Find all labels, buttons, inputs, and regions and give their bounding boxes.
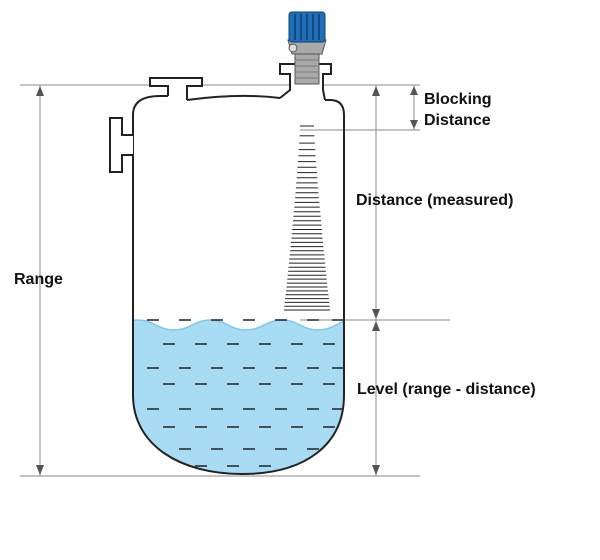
level-arrow-bottom — [372, 465, 380, 475]
sensor-screw — [288, 43, 298, 53]
tank-right-wall — [325, 99, 345, 395]
tank-bottom — [132, 394, 345, 476]
tank — [132, 94, 345, 476]
tank-left-wall — [132, 95, 168, 395]
sensor-thread-lines — [295, 59, 319, 79]
liquid-surface — [133, 319, 344, 331]
liquid-fill — [133, 320, 344, 474]
sensor-grip-ridges — [294, 14, 320, 40]
dimension-arrowheads — [36, 86, 418, 475]
top-nozzle — [149, 77, 203, 100]
ultrasonic-level-sensor-icon — [287, 11, 327, 85]
sensor-thread — [294, 53, 320, 85]
range-arrow-bottom — [36, 465, 44, 475]
liquid — [133, 319, 344, 474]
distance-arrow-bottom — [372, 309, 380, 319]
blocking-label-line2: Distance — [424, 112, 491, 129]
blocking-label-line1: Blocking — [424, 91, 492, 108]
ultrasonic-wave-lines — [284, 125, 330, 311]
blocking-arrow-top — [410, 86, 418, 95]
side-nozzle-flange — [109, 117, 133, 173]
distance-label: Distance (measured) — [356, 192, 514, 209]
level-arrow-top — [372, 321, 380, 331]
blocking-arrow-bottom — [410, 120, 418, 129]
tank-top — [186, 94, 281, 101]
top-nozzle-flange — [149, 77, 203, 100]
range-label: Range — [14, 271, 63, 288]
dimension-lines — [20, 84, 450, 477]
range-arrow-top — [36, 86, 44, 96]
side-nozzle — [109, 117, 133, 173]
level-label: Level (range - distance) — [357, 381, 536, 398]
distance-arrow-top — [372, 86, 380, 96]
liquid-dash-pattern — [147, 319, 344, 467]
